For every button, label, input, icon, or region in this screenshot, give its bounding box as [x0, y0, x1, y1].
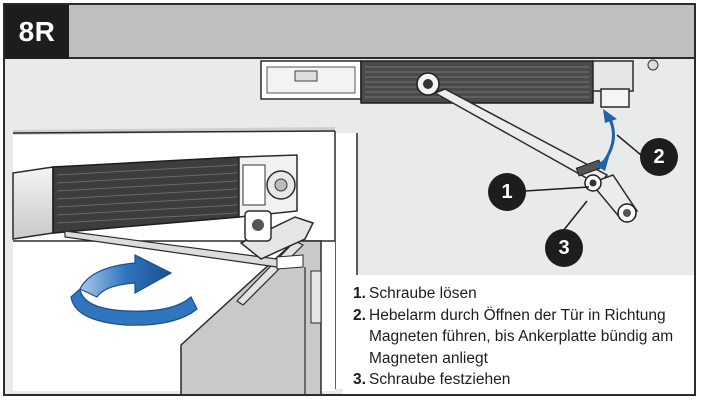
bottom-lever-arm: [64, 210, 315, 270]
callout-3: 3: [545, 229, 583, 267]
instruction-item: 2. Hebelarm durch Öffnen der Tür in Rich…: [353, 305, 689, 370]
header-bar: [5, 5, 694, 59]
instruction-item: 1. Schraube lösen: [353, 283, 689, 305]
step-badge: 8R: [5, 5, 69, 59]
top-lever-arm: [433, 88, 639, 223]
instruction-number: 2.: [353, 306, 366, 324]
door-open-direction-arrow: [70, 254, 198, 326]
magnet-distance-arrow: [595, 109, 617, 171]
instruction-text: Schraube lösen: [369, 285, 477, 302]
instructions-box: 1. Schraube lösen 2. Hebelarm durch Öffn…: [343, 275, 694, 394]
door-closer-illustration: [12, 59, 659, 394]
instruction-panel: 8R 1 2 3 1. Schraube lösen 2. Hebelarm d…: [3, 3, 696, 396]
instruction-number: 3.: [353, 371, 366, 389]
instructions-list: 1. Schraube lösen 2. Hebelarm durch Öffn…: [353, 283, 689, 391]
top-closer-body: [260, 59, 659, 108]
instruction-number: 1.: [353, 285, 366, 302]
instruction-text: Hebelarm durch Öffnen der Tür in Richtun…: [369, 306, 674, 367]
instruction-item: 3. Schraube festziehen: [353, 369, 689, 391]
instruction-text: Schraube festziehen: [369, 371, 511, 389]
main-closer-body: [12, 154, 298, 240]
callout-2: 2: [640, 138, 678, 176]
callout-1: 1: [488, 173, 526, 211]
